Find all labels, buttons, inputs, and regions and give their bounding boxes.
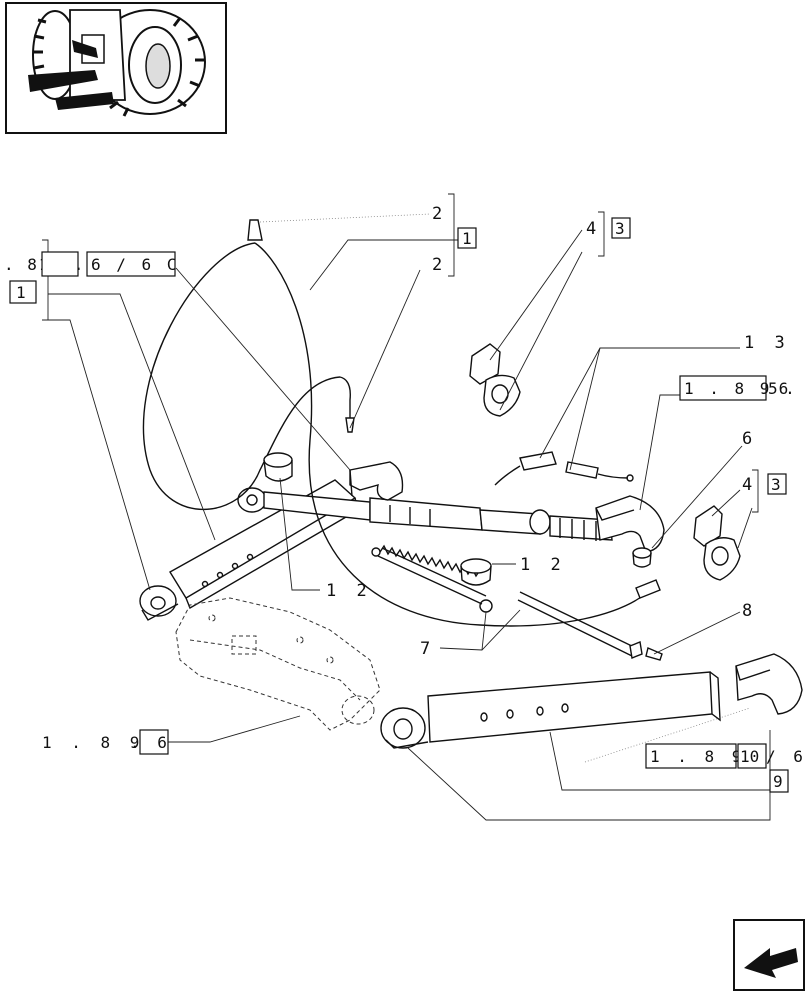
svg-text:6 / 6 C: 6 / 6 C [91,255,179,274]
bush-12-right[interactable] [460,558,492,586]
svg-text:6: 6 [742,429,757,449]
ghost-bracket [175,597,381,731]
back-arrow-icon [744,942,798,978]
svg-text:10: 10 [740,747,759,766]
bush-6[interactable] [632,547,652,568]
callout-13[interactable]: 1 3 [744,333,790,353]
svg-text:1 . 8 9: 1 . 8 9 [42,733,144,752]
callout-ref-1-89-10-6[interactable]: 1 . 8 9 . 10 / 6 [645,743,807,769]
svg-text:2: 2 [432,255,447,275]
callout-12-left[interactable]: 1 2 [326,581,372,601]
svg-text:3: 3 [771,475,785,494]
callout-1-top[interactable]: 1 [457,227,477,249]
svg-text:. 6: . 6 [130,733,171,752]
callout-3-mid[interactable]: 3 [767,473,787,495]
callout-8[interactable]: 8 [742,601,757,621]
svg-text:4: 4 [742,475,757,495]
svg-text:3: 3 [615,219,629,238]
svg-text:1: 1 [16,283,30,302]
callout-2b[interactable]: 2 [432,255,447,275]
callout-ref-1-89-6[interactable]: 1 . 8 9 . 6 [42,729,171,755]
control-cable[interactable] [142,219,661,627]
callout-4-mid[interactable]: 4 [742,475,757,495]
thumbnail-frame[interactable] [5,2,227,134]
svg-text:7: 7 [420,639,435,659]
bush-12-left[interactable] [263,452,293,482]
callout-ref-8190[interactable]: . 8190. [4,251,85,277]
callout-2a[interactable]: 2 [432,204,447,224]
svg-text:56: 56 [768,379,789,398]
callout-ref-1-89-56[interactable]: 1 . 8 9 . 56 [679,375,798,401]
svg-text:1 2: 1 2 [520,555,566,575]
svg-text:1: 1 [462,229,476,248]
svg-text:4: 4 [586,219,601,239]
tractor-rear-linkage-icon [28,9,206,117]
svg-text:8: 8 [742,601,757,621]
svg-text:1 . 8 9 .: 1 . 8 9 . [684,379,798,398]
hook-top-link[interactable] [349,461,404,501]
catch-4-mid[interactable] [693,505,741,581]
check-chain[interactable] [494,451,634,486]
lower-link-right[interactable] [380,671,721,749]
callout-7[interactable]: 7 [420,639,435,659]
top-link[interactable] [237,487,613,541]
stabiliser-rod[interactable] [517,591,663,661]
back-arrow-button[interactable] [733,919,805,991]
svg-text:1 2: 1 2 [326,581,372,601]
callout-3-top[interactable]: 3 [611,217,631,239]
callout-9[interactable]: 9 [769,769,789,793]
callout-4-top[interactable]: 4 [586,219,601,239]
svg-text:1 3: 1 3 [744,333,790,353]
svg-text:/ 6: / 6 [766,747,807,766]
callout-ref-6-6c[interactable]: 6 / 6 C [86,251,179,277]
callout-6[interactable]: 6 [742,429,757,449]
catch-4-top[interactable] [469,343,521,417]
leader-lines [42,193,771,821]
hook-right[interactable] [595,495,665,553]
svg-text:9: 9 [773,772,787,791]
svg-text:2: 2 [432,204,447,224]
hook-bottom-right[interactable] [735,653,803,715]
callout-1-left[interactable]: 1 [9,280,37,304]
callout-12-right[interactable]: 1 2 [520,555,566,575]
